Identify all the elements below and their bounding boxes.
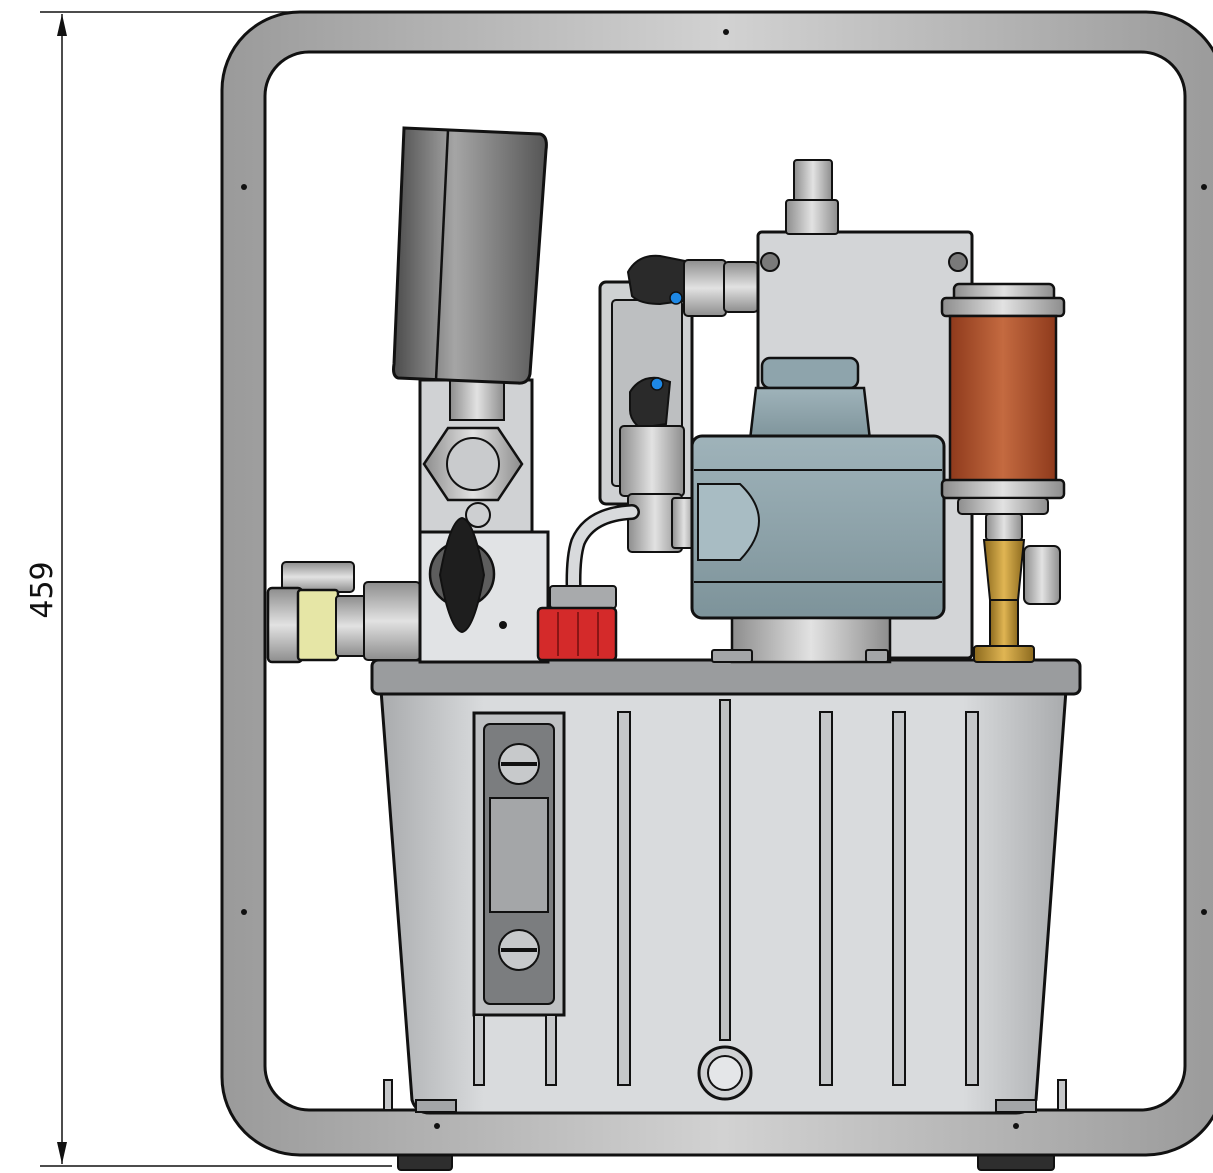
pump-cylinder bbox=[730, 616, 892, 664]
tank-mount bbox=[415, 1099, 457, 1113]
tank-lid bbox=[370, 658, 1082, 696]
gauge-case bbox=[392, 126, 548, 385]
tank-bracket bbox=[1057, 1079, 1067, 1111]
level-gauge-leg bbox=[545, 1014, 557, 1086]
coupler-sight-ring bbox=[296, 588, 340, 662]
oil-level-gauge bbox=[472, 711, 566, 1086]
frame-rivet bbox=[723, 29, 729, 35]
tank-mount bbox=[995, 1099, 1037, 1113]
pressure-pipe bbox=[568, 506, 638, 606]
motor-terminal bbox=[697, 483, 760, 561]
tank-rib bbox=[965, 711, 979, 1086]
dipstick bbox=[719, 699, 731, 1041]
height-dimension: 459 bbox=[25, 11, 392, 1167]
filter-element bbox=[948, 314, 1058, 484]
pump-motor bbox=[690, 159, 974, 664]
motor-cap bbox=[760, 356, 860, 390]
elbow-fitting-mid bbox=[629, 376, 672, 430]
check-valve-column bbox=[565, 254, 759, 608]
filter-bottom-rim bbox=[940, 478, 1066, 500]
brass-stem bbox=[989, 599, 1019, 649]
return-filter bbox=[940, 282, 1066, 663]
blue-seal-ring bbox=[669, 291, 683, 305]
brass-base-nut bbox=[973, 645, 1035, 663]
manifold-plug bbox=[465, 502, 491, 528]
gauge-bezel-line bbox=[434, 129, 450, 381]
cable-gland-nut bbox=[785, 199, 839, 235]
frame-rivet bbox=[434, 1123, 440, 1129]
gauge-stem-nut bbox=[449, 375, 505, 421]
filter-bottom-cap bbox=[957, 497, 1049, 515]
coupler-adapter bbox=[363, 581, 421, 661]
oil-tank bbox=[370, 658, 1082, 1115]
manifold-port-face bbox=[446, 437, 500, 491]
valve-block bbox=[418, 375, 550, 664]
dimension-arrow-top bbox=[57, 14, 67, 36]
dimension-height-label: 459 bbox=[25, 561, 60, 618]
motor-neck bbox=[748, 386, 872, 442]
brass-fitting bbox=[982, 539, 1026, 601]
fitting-adapter bbox=[723, 261, 759, 313]
tank-rib bbox=[819, 711, 833, 1086]
side-plug bbox=[1023, 545, 1061, 605]
dimension-arrow-bottom bbox=[57, 1142, 67, 1164]
check-valve-body bbox=[619, 425, 685, 497]
pressure-gauge bbox=[392, 126, 548, 385]
tank-rib bbox=[617, 711, 631, 1086]
blue-seal-ring bbox=[650, 377, 664, 391]
pump-mount bbox=[865, 649, 889, 663]
pump-mount bbox=[711, 649, 753, 663]
tank-rib bbox=[892, 711, 906, 1086]
level-gauge-window bbox=[489, 797, 549, 913]
drain-plug-inner bbox=[707, 1055, 743, 1091]
control-box-bolt bbox=[948, 252, 968, 272]
tank-bracket bbox=[383, 1079, 393, 1111]
filler-cap-collar bbox=[549, 585, 617, 609]
filter-adapter bbox=[985, 513, 1023, 541]
frame-rivet bbox=[241, 184, 247, 190]
filler-cap bbox=[536, 585, 618, 662]
coupler-body bbox=[335, 595, 367, 657]
filter-top-rim bbox=[940, 296, 1066, 318]
directional-valve-handle bbox=[438, 516, 486, 634]
frame-rivet bbox=[1201, 184, 1207, 190]
fitting-nut bbox=[683, 259, 727, 317]
cable-gland-top bbox=[793, 159, 833, 203]
frame-rivet bbox=[1201, 909, 1207, 915]
manifold-bolt bbox=[499, 621, 507, 629]
quick-coupler bbox=[266, 561, 421, 664]
control-box-bolt bbox=[760, 252, 780, 272]
frame-rivet bbox=[1013, 1123, 1019, 1129]
frame-rivet bbox=[241, 909, 247, 915]
level-gauge-leg bbox=[473, 1014, 485, 1086]
